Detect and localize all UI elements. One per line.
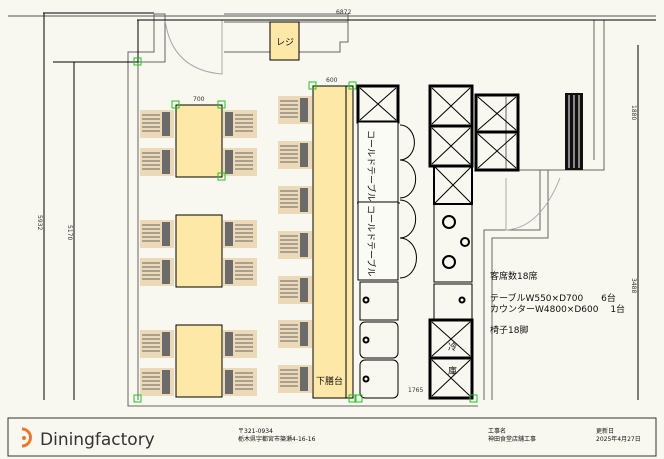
counter	[312, 85, 354, 399]
fridge-label-1: 冷	[448, 341, 457, 353]
dim-total-depth: 5932	[36, 215, 43, 230]
brand-name: Diningfactory	[40, 430, 155, 450]
entrance-door[interactable]	[164, 19, 223, 75]
dim-inner-depth: 5170	[66, 225, 73, 240]
sink-1	[359, 321, 399, 359]
kitchen-equipment	[428, 84, 520, 400]
table-summary: テーブルW550×D700 6台	[490, 292, 616, 304]
dim-counter-width: 600	[326, 77, 338, 84]
chair-count: 椅子18脚	[490, 324, 528, 336]
date-label: 更新日	[596, 427, 614, 435]
sink-2	[359, 359, 399, 399]
dining-table	[175, 324, 223, 398]
dining-table	[175, 214, 223, 288]
counter-label: 下膳台	[316, 375, 343, 387]
hand-sink	[359, 281, 399, 321]
dim-total-width: 6872	[336, 9, 351, 16]
snap-markers	[133, 57, 478, 403]
project-label: 工事名	[488, 427, 506, 435]
cold-table-label-1: コールドテーブル	[365, 130, 377, 201]
dim-table-width: 700	[193, 96, 205, 103]
project-name: 神田食堂店舗工事	[488, 435, 536, 443]
kitchen-door[interactable]	[505, 177, 561, 231]
cold-table	[357, 121, 399, 281]
dining-tables	[140, 96, 312, 398]
seat-count: 客席数18席	[490, 270, 537, 282]
postal-code: 〒321-0934	[238, 428, 273, 435]
dim-right-lower: 3488	[630, 278, 637, 293]
gas-range	[433, 203, 473, 283]
counter-stools	[399, 124, 417, 279]
update-date: 2025年4月27日	[596, 435, 641, 443]
register	[269, 21, 300, 61]
register-label: レジ	[276, 38, 294, 48]
address: 栃木県宇都宮市簗瀬4-16-16	[238, 435, 316, 443]
fridge-label-2: 庫	[448, 365, 457, 377]
title-block-frame	[7, 417, 657, 457]
dim-kitchen: 1765	[408, 387, 423, 394]
counter-summary: カウンターW4800×D600 1台	[490, 303, 625, 315]
dining-table	[175, 104, 223, 178]
dim-right-upper: 1880	[630, 105, 637, 120]
brand-logo	[21, 427, 32, 448]
cold-table-label-2: コールドテーブル	[365, 205, 377, 276]
